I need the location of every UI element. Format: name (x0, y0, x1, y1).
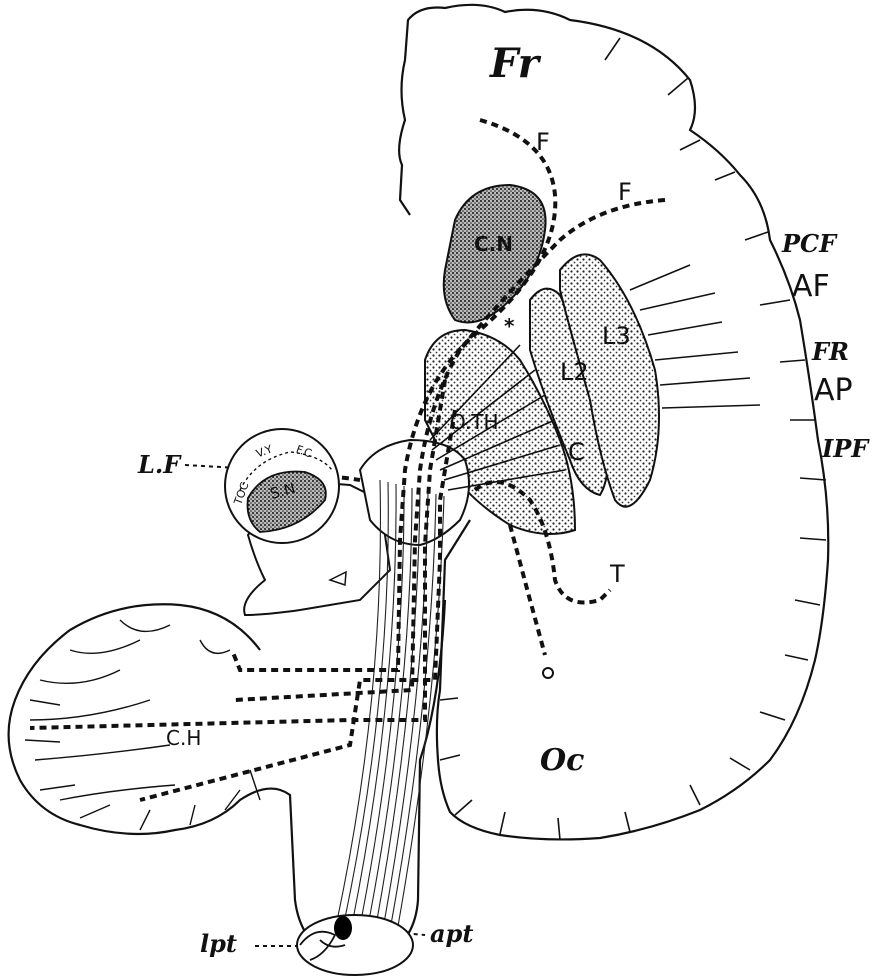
lf-pointer (184, 464, 239, 469)
frontal-sulci (439, 37, 827, 841)
label-lpt: lpt (200, 929, 237, 958)
label-c: C (568, 438, 585, 466)
label-oc: Oc (540, 743, 585, 778)
label-star: * (504, 314, 515, 338)
medulla-section (296, 914, 414, 976)
substantia-nigra (246, 470, 327, 533)
label-f-upper: F (536, 128, 550, 156)
label-ipf: IPF (822, 434, 869, 463)
fiber-bundle (334, 479, 445, 937)
o-marker (542, 667, 554, 679)
label-l2: L2 (560, 358, 589, 386)
small-triangle (328, 570, 347, 587)
frontal-inner-edge (398, 59, 411, 216)
thalamic-radiations (429, 264, 761, 491)
hemisphere-outline (403, 3, 830, 841)
label-oth: O.TH (450, 410, 499, 434)
dashed-tracts (29, 118, 666, 802)
label-cn: C.N (474, 232, 514, 256)
cerebellum-folia (24, 619, 261, 831)
label-l3: L3 (602, 322, 631, 350)
caudate-nucleus (442, 183, 547, 324)
label-ap: AP (814, 373, 853, 408)
medulla-detail (299, 930, 346, 961)
label-pcf: PCF (782, 229, 837, 258)
label-f-lower: F (618, 178, 632, 206)
label-af: AF (792, 269, 830, 304)
apt-dot (334, 916, 352, 940)
lenticular-l3 (559, 253, 660, 508)
label-ch: C.H (166, 726, 202, 750)
label-lf: L.F (138, 450, 181, 479)
label-fr: Fr (490, 40, 539, 87)
label-apt: apt (430, 919, 474, 948)
label-fr-right: FR (812, 337, 849, 366)
label-t: T (610, 560, 625, 588)
